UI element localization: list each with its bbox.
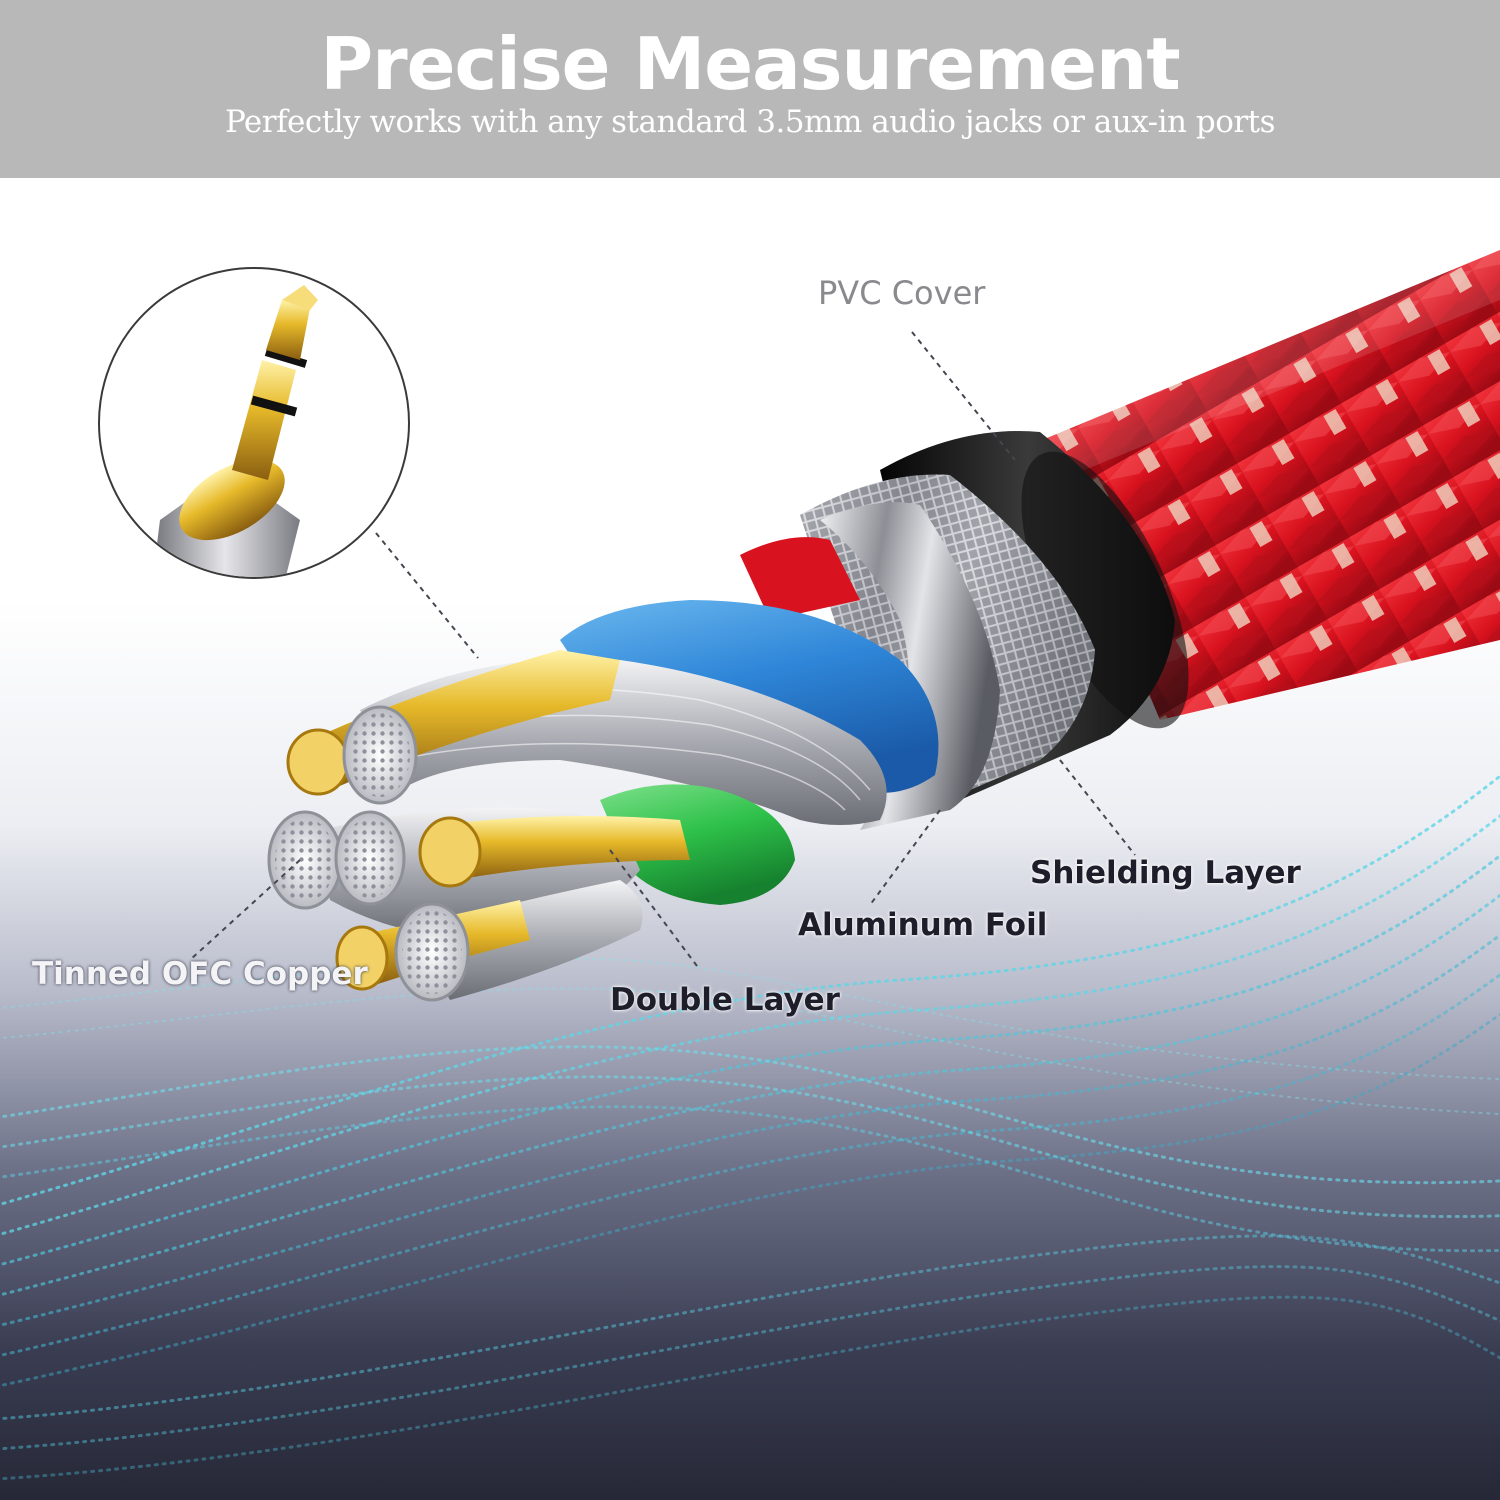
jack-inset xyxy=(98,267,410,579)
strand-end-caps xyxy=(267,705,470,1002)
headline: Precise Measurement xyxy=(320,22,1180,106)
callout-leader-lines xyxy=(189,331,1136,971)
wave-pattern xyxy=(0,774,1500,1481)
callout-pvc-cover: PVC Cover xyxy=(818,274,986,312)
callout-aluminum-foil: Aluminum Foil xyxy=(798,907,1048,943)
green-insulation xyxy=(600,784,795,905)
red-inner-core xyxy=(740,537,860,620)
callout-shielding-layer: Shielding Layer xyxy=(1030,855,1301,891)
subheadline: Perfectly works with any standard 3.5mm … xyxy=(224,104,1276,140)
callout-double-layer: Double Layer xyxy=(610,982,840,1018)
header-banner: Precise Measurement Perfectly works with… xyxy=(0,0,1500,178)
gold-conductor-middle xyxy=(418,816,690,888)
callout-tinned-ofc-copper: Tinned OFC Copper xyxy=(32,956,368,992)
aluminum-foil xyxy=(820,502,1000,830)
